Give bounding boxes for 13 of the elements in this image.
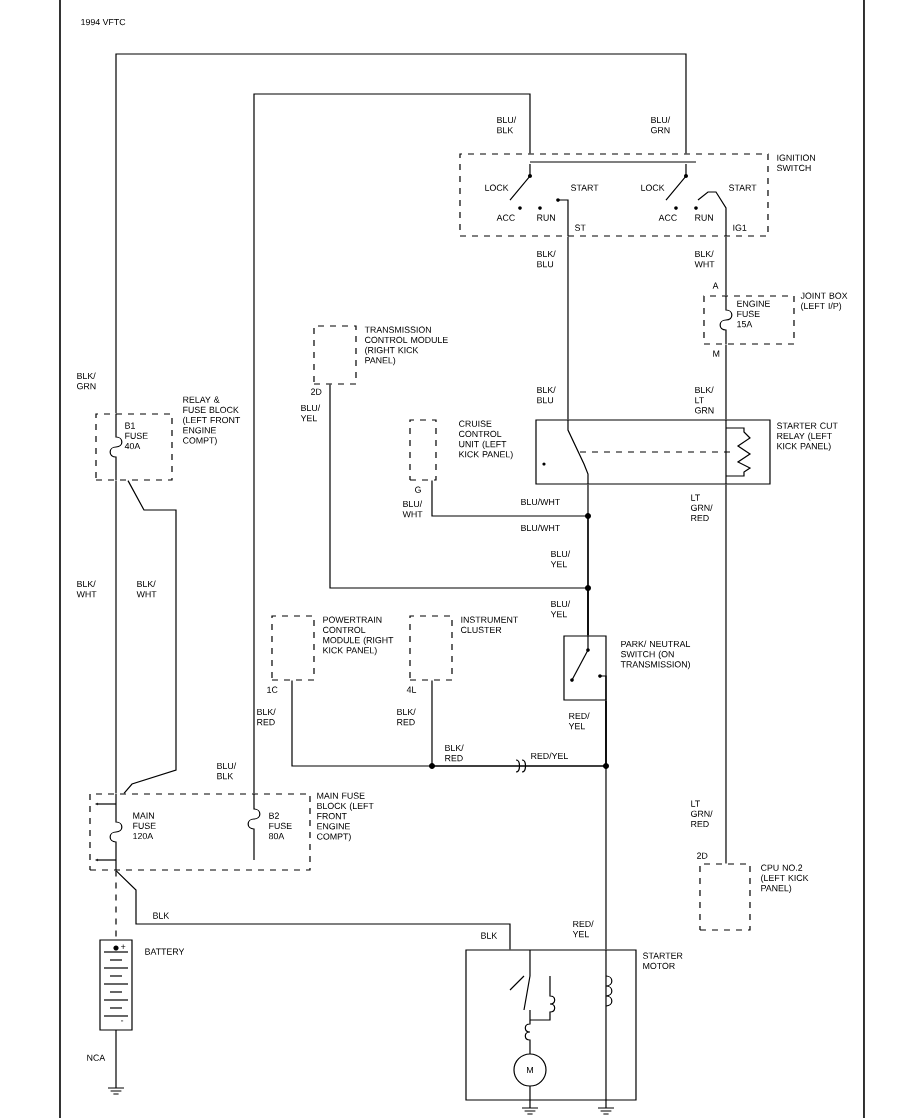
wire	[725, 236, 727, 296]
wire	[253, 93, 531, 794]
wire	[567, 236, 569, 420]
wire	[431, 680, 607, 767]
wire	[115, 480, 117, 794]
wire	[115, 53, 687, 414]
wire	[725, 344, 727, 420]
wire	[725, 484, 727, 864]
wire	[123, 480, 177, 794]
wire	[431, 480, 589, 636]
wire	[605, 700, 607, 950]
wire	[115, 870, 511, 950]
wire	[115, 870, 117, 940]
